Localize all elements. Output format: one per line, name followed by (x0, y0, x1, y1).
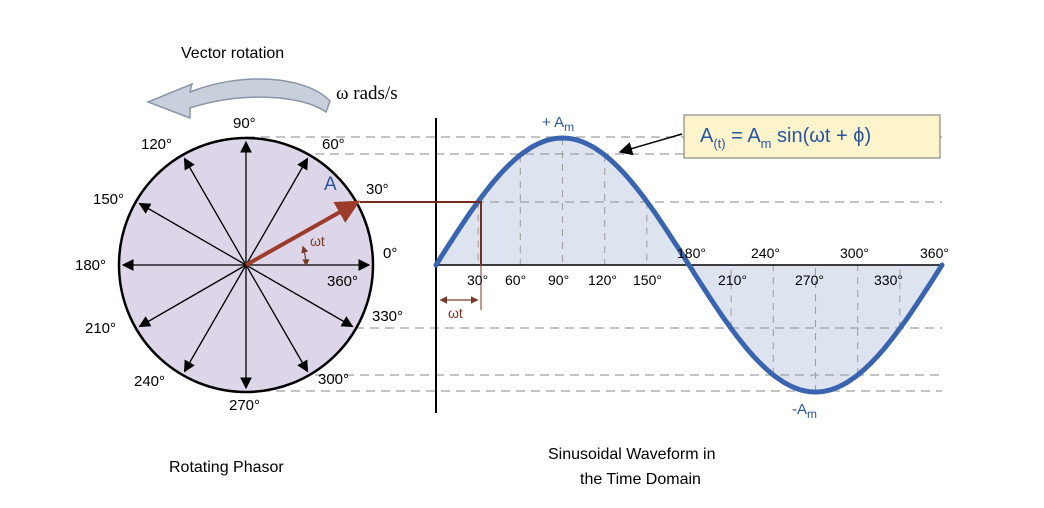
equation-box (683, 114, 941, 159)
waveform-vertical-grid (477, 138, 901, 392)
angle-label-150: 150° (93, 191, 124, 208)
sine-curve (433, 135, 945, 395)
spoke-330 (245, 264, 354, 328)
angle-label-300: 300° (318, 371, 349, 388)
angle-label-210: 210° (85, 320, 116, 337)
angle-label-240: 240° (134, 373, 165, 390)
x-label-90: 90° (548, 272, 569, 288)
vector-a-label: A (324, 174, 337, 195)
angle-label-360: 360° (327, 273, 358, 290)
spoke-210 (138, 264, 247, 328)
x-label-180: 180° (677, 245, 706, 261)
angle-label-60: 60° (322, 136, 345, 153)
angle-label-30: 30° (366, 181, 389, 198)
x-label-360: 360° (920, 245, 949, 261)
angle-label-330: 330° (372, 308, 403, 325)
x-label-150: 150° (633, 272, 662, 288)
waveform-omega-t-label: ωt (448, 305, 463, 321)
waveform-caption-line2: the Time Domain (580, 471, 701, 488)
x-label-330: 330° (874, 272, 903, 288)
omega-t-arc (301, 245, 310, 267)
x-label-270: 270° (795, 272, 824, 288)
angle-label-270: 270° (229, 397, 260, 414)
angle-label-0: 0° (383, 245, 397, 262)
angle-label-180: 180° (75, 257, 106, 274)
vector-rotation-title: Vector rotation (181, 45, 284, 62)
x-label-120: 120° (588, 272, 617, 288)
spoke-150 (138, 202, 247, 266)
x-label-30: 30° (467, 272, 488, 288)
x-label-60: 60° (505, 272, 526, 288)
equation-text: A(t) = Am sin(ωt + ϕ) (700, 125, 871, 151)
rotation-arrow (145, 78, 331, 120)
spoke-300 (245, 264, 309, 373)
angle-label-90: 90° (233, 115, 256, 132)
x-label-240: 240° (751, 245, 780, 261)
phasor-omega-t-label: ωt (310, 233, 325, 249)
spoke-240 (183, 264, 247, 373)
equation-pointer (618, 133, 683, 156)
positive-peak-label: + Am (542, 114, 574, 134)
angle-label-120: 120° (141, 136, 172, 153)
projection-line (360, 201, 482, 265)
spoke-120 (183, 157, 247, 266)
omega-speed-label: ω rads/s (336, 83, 398, 104)
phasor-vector-a (245, 200, 361, 267)
rotating-phasor-caption: Rotating Phasor (169, 459, 284, 476)
negative-peak-label: -Am (792, 401, 817, 421)
waveform-caption-line1: Sinusoidal Waveform in (548, 446, 715, 463)
x-label-300: 300° (840, 245, 869, 261)
spoke-60 (245, 157, 309, 266)
x-label-210: 210° (718, 272, 747, 288)
